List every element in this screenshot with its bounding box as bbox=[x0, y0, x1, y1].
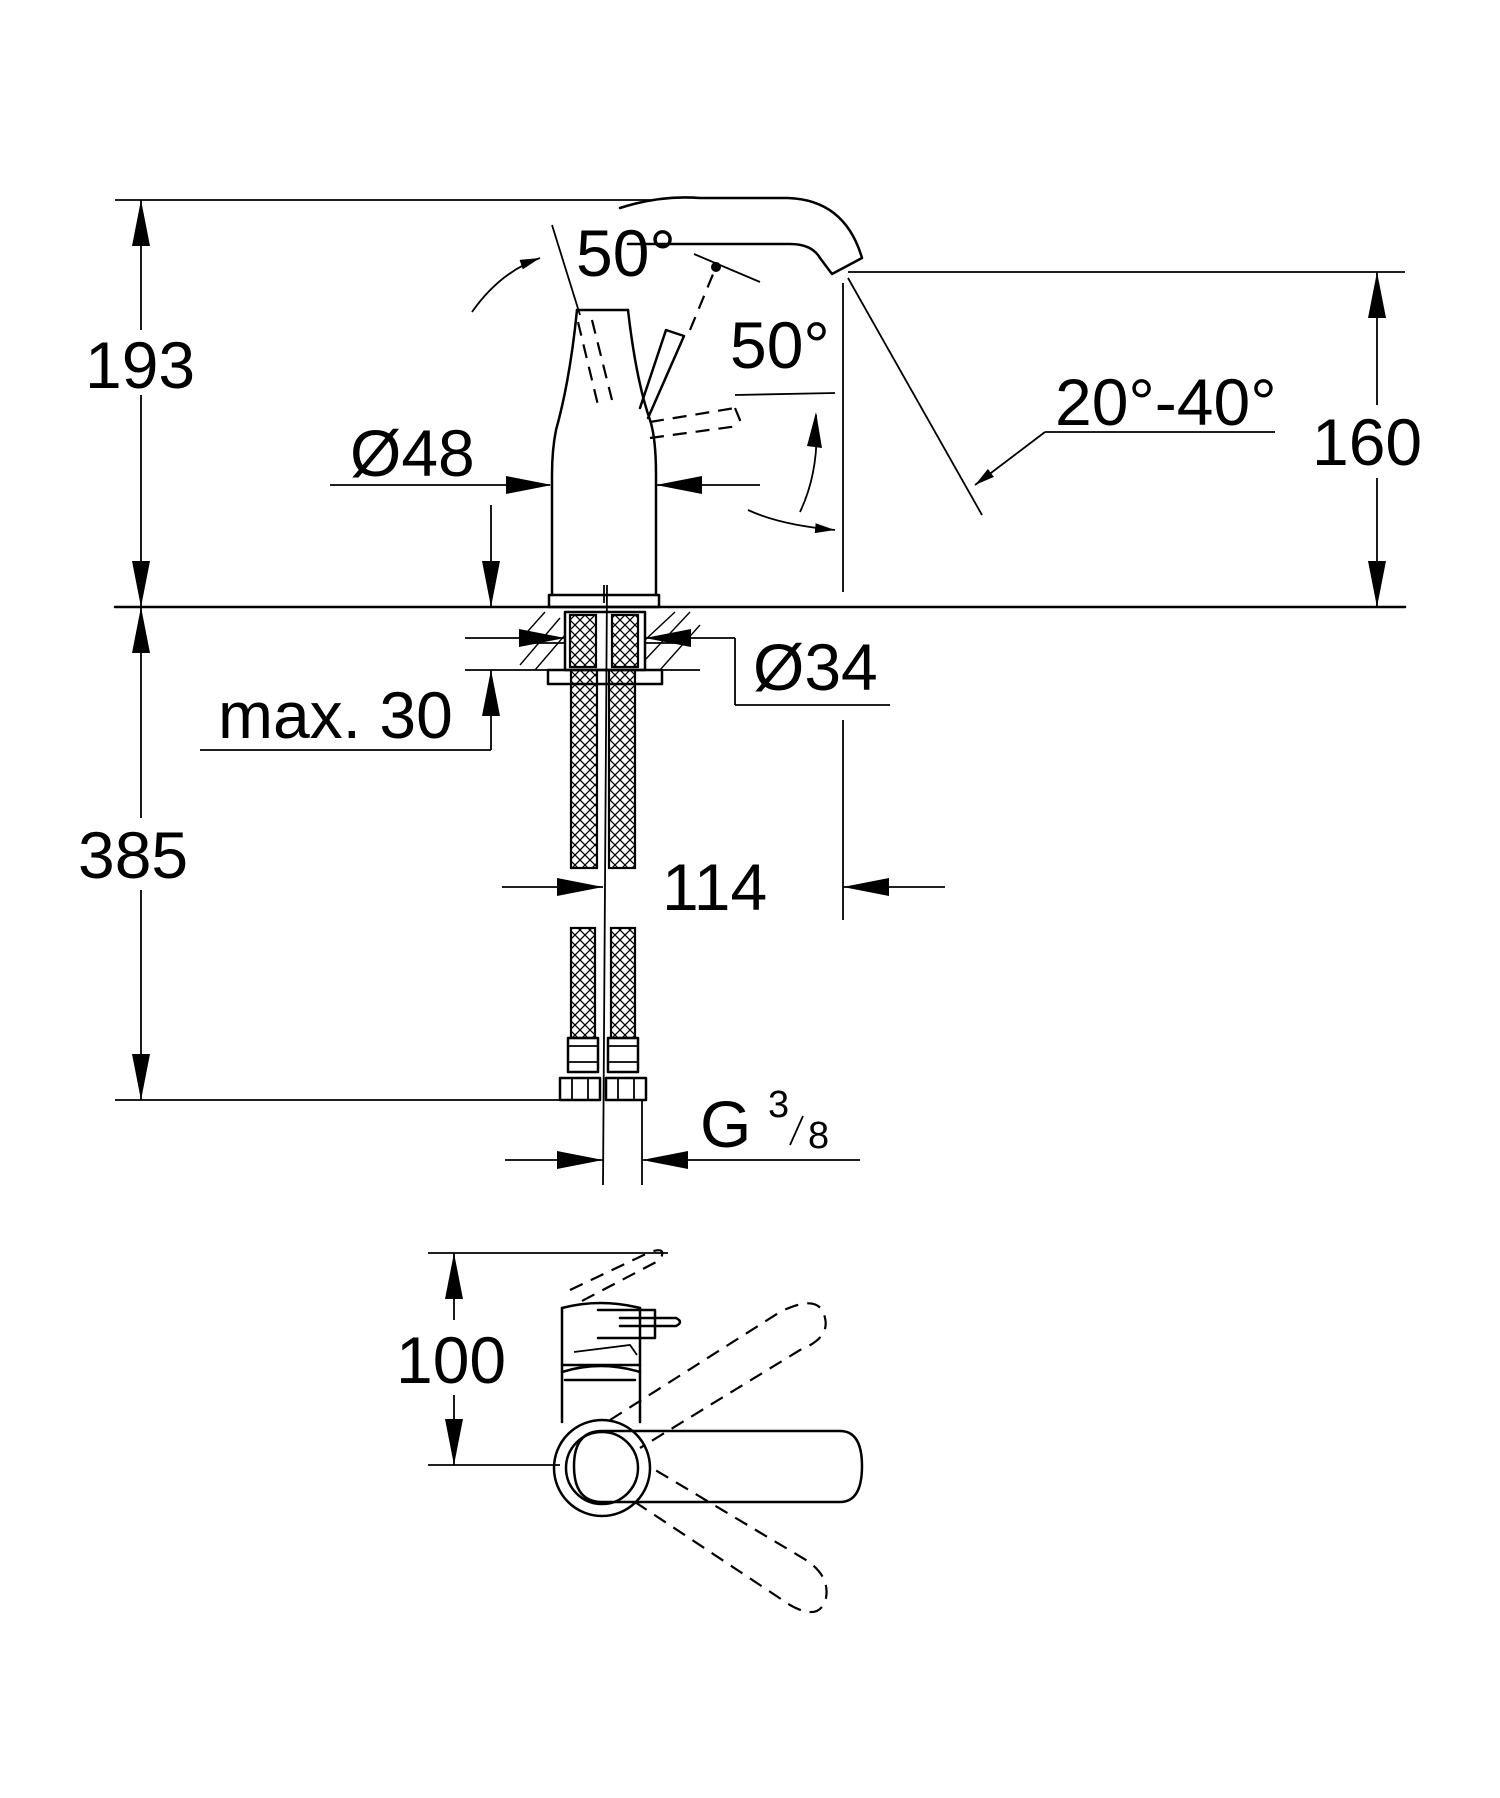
dimension-diameter-48-label: Ø48 bbox=[350, 416, 475, 490]
side-view: 193 385 160 bbox=[78, 196, 1422, 1186]
dimension-diameter-48: Ø48 bbox=[330, 416, 760, 500]
dimension-connection-denominator: 8 bbox=[808, 1115, 829, 1157]
lever-tilt-angle-label: 50° bbox=[730, 308, 830, 382]
supply-hoses-upper bbox=[568, 613, 640, 870]
dimension-diameter-34: Ø34 bbox=[465, 629, 890, 706]
spout bbox=[618, 196, 864, 276]
dimension-connection-label: G bbox=[700, 1087, 751, 1161]
dimension-160-label: 160 bbox=[1312, 405, 1422, 479]
dimension-connection-numerator: 3 bbox=[768, 1084, 789, 1126]
top-view-handle bbox=[552, 1418, 864, 1518]
supply-hoses-lower bbox=[558, 584, 648, 1186]
dimension-193-label: 193 bbox=[85, 328, 195, 402]
top-view-alternate-positions bbox=[569, 1249, 828, 1614]
faucet-body bbox=[547, 308, 661, 609]
spout-range-angle: 20°-40° bbox=[847, 277, 1277, 516]
dimension-connection-thread: G 3 8 bbox=[505, 1084, 860, 1185]
top-view-body bbox=[560, 1301, 682, 1424]
lever-tilt-angle: 50° bbox=[730, 308, 836, 534]
dimension-385-label: 385 bbox=[78, 818, 188, 892]
dimension-max-30-label: max. 30 bbox=[218, 678, 453, 752]
lever-alternate-positions bbox=[576, 319, 744, 440]
dimension-114: 114 bbox=[502, 850, 945, 924]
top-view: 100 bbox=[396, 1249, 864, 1614]
spout-range-angle-label: 20°-40° bbox=[1055, 365, 1277, 439]
dimension-114-label: 114 bbox=[662, 850, 767, 924]
dimension-160: 160 bbox=[1312, 272, 1422, 607]
lever bbox=[638, 253, 761, 420]
dimension-100: 100 bbox=[396, 1253, 506, 1465]
dimension-100-label: 100 bbox=[396, 1323, 506, 1397]
dimension-193: 193 bbox=[85, 200, 195, 607]
lever-rotation-angle: 50° bbox=[471, 216, 676, 316]
dimension-max-30: max. 30 bbox=[200, 505, 520, 752]
dimension-385: 385 bbox=[78, 607, 188, 1100]
dimension-diameter-34-label: Ø34 bbox=[753, 630, 878, 704]
lever-rotation-angle-label: 50° bbox=[576, 216, 676, 290]
